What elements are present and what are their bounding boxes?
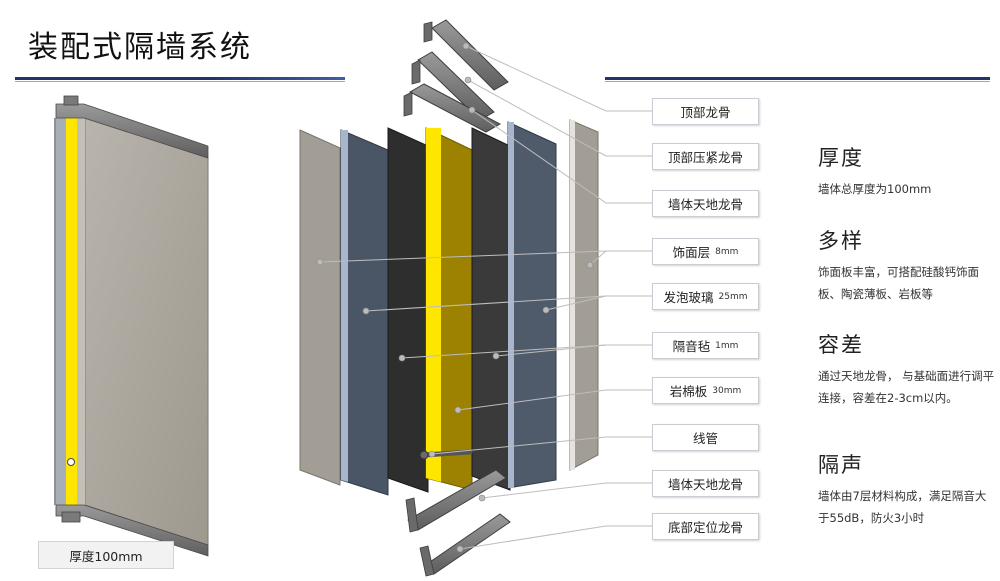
- label-finish-layer: 饰面层 8mm: [652, 238, 759, 265]
- page-title: 装配式隔墙系统: [28, 30, 252, 65]
- keel-wall-bottom-lip: [405, 497, 419, 533]
- feature-heading: 容差: [818, 333, 864, 357]
- label-text: 线管: [692, 431, 718, 446]
- layer-foam-glass-front: [507, 121, 557, 489]
- feature-heading: 厚度: [818, 146, 864, 170]
- keel-top-lip: [423, 21, 433, 43]
- conduit-end: [419, 450, 429, 460]
- layer-foam-glass-front-edge: [508, 122, 514, 488]
- keel-bottom-position-lip: [419, 545, 435, 577]
- label-text: 顶部龙骨: [680, 105, 731, 120]
- label-text: 饰面层: [672, 245, 711, 260]
- exploded-layers: [299, 119, 599, 496]
- label-spec: 25mm: [718, 291, 748, 302]
- leader-dots: [316, 42, 594, 553]
- leader-dot: [454, 406, 462, 414]
- feature-tolerance: 容差 通过天地龙骨， 与基础面进行调平连接，容差在2-3cm以内。: [818, 329, 996, 409]
- leader-wall-keel-top: [471, 109, 652, 204]
- feature-description: 墙体由7层材料构成，满足隔音大于55dB，防火3小时: [818, 489, 987, 525]
- label-text: 墙体天地龙骨: [667, 477, 743, 492]
- top-keels: [403, 19, 509, 133]
- feature-description: 墙体总厚度为100mm: [818, 182, 932, 196]
- keel-wall-top-lip: [403, 91, 413, 117]
- leader-bottom-position-keel: [459, 525, 652, 550]
- layer-foam-glass-back-edge: [341, 130, 348, 482]
- assembled-wall-conduit: [67, 458, 75, 466]
- label-spec: 30mm: [712, 385, 742, 396]
- title-underline-right: [605, 77, 990, 82]
- keel-wall-top: [408, 83, 502, 133]
- assembled-wall-insulation-edge: [66, 118, 77, 505]
- label-text: 顶部压紧龙骨: [667, 150, 743, 165]
- feature-thickness: 厚度 墙体总厚度为100mm: [818, 142, 996, 200]
- leader-rock-wool: [457, 389, 652, 411]
- assembled-wall-top-keel-lip: [63, 95, 79, 106]
- layer-finish-back: [299, 129, 341, 486]
- leader-dot: [428, 450, 436, 458]
- leader-dot: [586, 261, 594, 269]
- feature-variety: 多样 饰面板丰富，可搭配硅酸钙饰面板、陶瓷薄板、岩板等: [818, 225, 996, 305]
- leader-dot: [398, 354, 406, 362]
- label-text: 底部定位龙骨: [667, 520, 743, 535]
- feature-sound-insulation: 隔声 墙体由7层材料构成，满足隔音大于55dB，防火3小时: [818, 449, 996, 529]
- assembled-wall-face: [84, 117, 209, 546]
- leader-finish-layer-2: [589, 250, 607, 266]
- label-bottom-position-keel: 底部定位龙骨: [652, 513, 759, 540]
- leader-dot: [542, 306, 550, 314]
- leader-top-keel: [465, 45, 652, 112]
- leader-conduit: [431, 436, 652, 455]
- label-wall-keel-top: 墙体天地龙骨: [652, 190, 759, 217]
- label-text: 岩棉板: [669, 384, 708, 399]
- feature-heading: 隔声: [818, 453, 864, 477]
- leader-felt-2: [495, 344, 607, 357]
- leader-dot: [478, 494, 486, 502]
- leader-foam-glass-2: [545, 295, 607, 311]
- label-top-keel: 顶部龙骨: [652, 98, 759, 125]
- layer-acoustic-felt-back: [387, 127, 429, 493]
- label-wall-keel-bottom: 墙体天地龙骨: [652, 470, 759, 497]
- assembled-wall-illustration: [54, 95, 209, 557]
- assembled-wall-bottom-keel-lip: [61, 511, 81, 523]
- leader-lines: [319, 45, 652, 550]
- title-underline-left: [15, 77, 345, 82]
- bottom-keels: [405, 469, 511, 577]
- assembled-wall-finish-edge: [77, 118, 85, 505]
- feature-heading: 多样: [818, 229, 864, 253]
- keel-bottom-position: [423, 513, 511, 575]
- leader-dot: [316, 258, 324, 266]
- label-spec: 8mm: [715, 246, 739, 257]
- leader-dot: [464, 76, 472, 84]
- keel-top-press-lip: [411, 59, 421, 85]
- label-foam-glass: 发泡玻璃 25mm: [652, 283, 759, 310]
- assembled-wall-top-keel: [55, 103, 209, 159]
- label-top-press-keel: 顶部压紧龙骨: [652, 143, 759, 170]
- keel-top-press: [417, 51, 495, 121]
- label-spec: 1mm: [715, 340, 739, 351]
- feature-description: 饰面板丰富，可搭配硅酸钙饰面板、陶瓷薄板、岩板等: [818, 265, 979, 301]
- label-text: 发泡玻璃: [663, 290, 714, 305]
- leader-top-press-keel: [467, 79, 652, 157]
- leader-dot: [362, 307, 370, 315]
- label-text: 墙体天地龙骨: [667, 197, 743, 212]
- feature-description: 通过天地龙骨， 与基础面进行调平连接，容差在2-3cm以内。: [818, 369, 995, 405]
- layer-finish-front-edge: [570, 120, 575, 470]
- layer-acoustic-felt-front: [471, 127, 511, 491]
- label-text: 隔音毡: [672, 339, 711, 354]
- leader-dot: [468, 106, 476, 114]
- assembled-wall-foam-glass-edge: [56, 118, 66, 505]
- leader-dot: [462, 42, 470, 50]
- label-conduit: 线管: [652, 424, 759, 451]
- leader-wall-keel-bottom: [481, 482, 652, 499]
- label-rock-wool: 岩棉板 30mm: [652, 377, 759, 404]
- label-acoustic-felt: 隔音毡 1mm: [652, 332, 759, 359]
- leader-dot: [456, 545, 464, 553]
- layer-rock-wool-edge: [426, 128, 441, 482]
- assembled-thickness-label: 厚度100mm: [38, 541, 174, 569]
- keel-top: [431, 19, 509, 91]
- leader-dot: [492, 352, 500, 360]
